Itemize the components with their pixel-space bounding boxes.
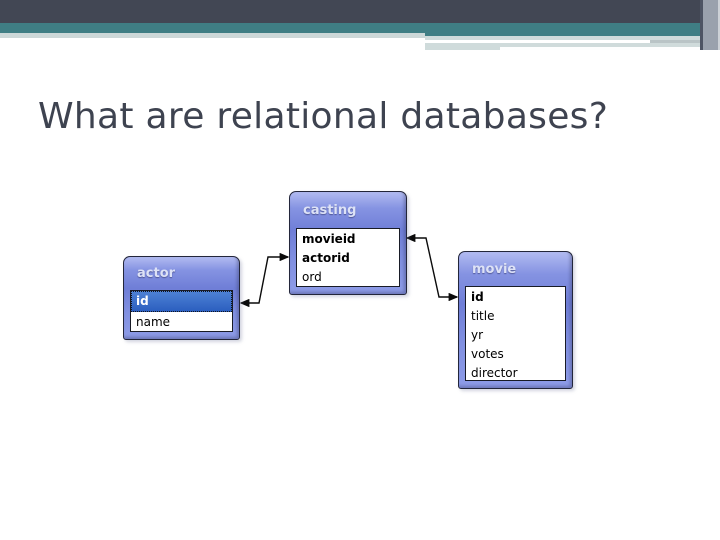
- connector-actor-casting: [239, 252, 290, 308]
- field-actor-name: name: [136, 315, 171, 329]
- table-window-casting: casting movieid actorid ord: [289, 191, 407, 295]
- table-body-casting: movieid actorid ord: [296, 228, 400, 287]
- connector-casting-movie: [405, 233, 459, 302]
- table-body-actor: id name: [130, 290, 233, 332]
- table-title-casting: casting: [303, 202, 357, 218]
- field-movie-director: director: [471, 366, 518, 380]
- banner-right-column: [703, 0, 718, 50]
- page-title: What are relational databases?: [38, 96, 609, 137]
- field-movie-id: id: [471, 290, 484, 304]
- banner-gray-notch: [650, 40, 717, 43]
- banner-teal-bar: [0, 23, 720, 33]
- field-movie-votes: votes: [471, 347, 504, 361]
- field-casting-movieid: movieid: [302, 232, 356, 246]
- field-movie-yr: yr: [471, 328, 484, 342]
- banner-right-divider: [700, 0, 703, 50]
- table-title-movie: movie: [472, 261, 517, 277]
- banner-white-line-2: [500, 47, 717, 50]
- table-title-actor: actor: [137, 266, 176, 281]
- banner-right-edge: [718, 0, 720, 50]
- field-casting-actorid: actorid: [302, 251, 350, 265]
- banner-white-line: [425, 40, 650, 43]
- field-casting-ord: ord: [302, 270, 322, 284]
- table-body-movie: id title yr votes director: [465, 286, 566, 381]
- banner-navy-bar: [0, 0, 720, 23]
- banner-strip-left: [0, 33, 425, 38]
- banner-gray-right: [425, 36, 717, 50]
- field-actor-id: id: [131, 291, 232, 312]
- table-window-actor: actor id name: [123, 256, 240, 340]
- table-window-movie: movie id title yr votes director: [458, 251, 573, 389]
- field-movie-title: title: [471, 309, 495, 323]
- banner-teal-right: [425, 33, 720, 36]
